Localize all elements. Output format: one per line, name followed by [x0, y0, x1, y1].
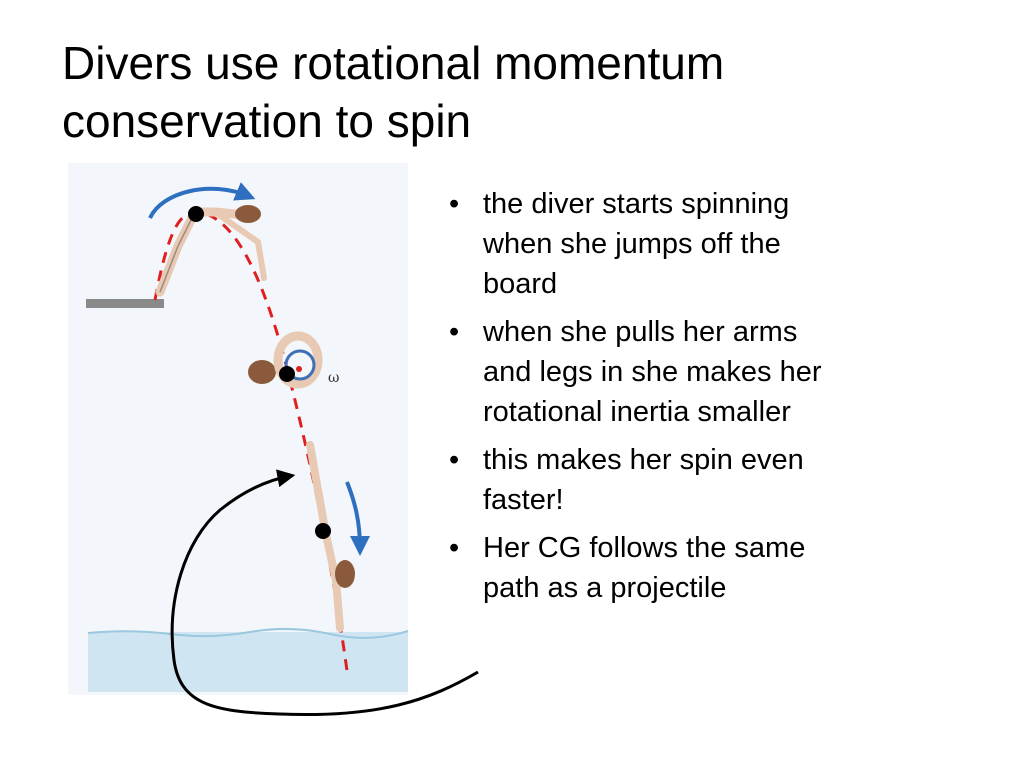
diver-tucked-icon — [248, 331, 323, 389]
water-surface — [87, 627, 409, 639]
bullet-list: • the diver starts spinning when she jum… — [440, 184, 1000, 616]
illustration-background — [68, 163, 408, 695]
trajectory-path — [153, 210, 350, 679]
bullet-dot: • — [449, 532, 460, 564]
title-line-1: Divers use rotational momentum — [62, 37, 725, 89]
bullet-dot: • — [449, 444, 460, 476]
cg-dot-1 — [188, 206, 204, 222]
title-line-2: conservation to spin — [62, 95, 472, 147]
water — [88, 632, 408, 692]
bullet-dot: • — [449, 188, 460, 220]
rotation-arrow-top-icon — [148, 182, 256, 219]
bullet-item: • when she pulls her arms and legs in sh… — [440, 312, 1000, 432]
diving-board — [86, 299, 164, 308]
pointer-arrow-icon — [170, 469, 479, 717]
bullet-item: • this makes her spin even faster! — [440, 440, 1000, 520]
cg-dot-2 — [279, 366, 295, 382]
bullet-item: • the diver starts spinning when she jum… — [440, 184, 1000, 304]
bullet-dot: • — [449, 316, 460, 348]
bullet-item: • Her CG follows the same path as a proj… — [440, 528, 1000, 608]
slide-title: Divers use rotational momentum conservat… — [62, 34, 962, 150]
cg-dot-3 — [315, 523, 331, 539]
rotation-arrow-bottom-icon — [345, 481, 370, 556]
omega-label: ω — [328, 370, 339, 386]
